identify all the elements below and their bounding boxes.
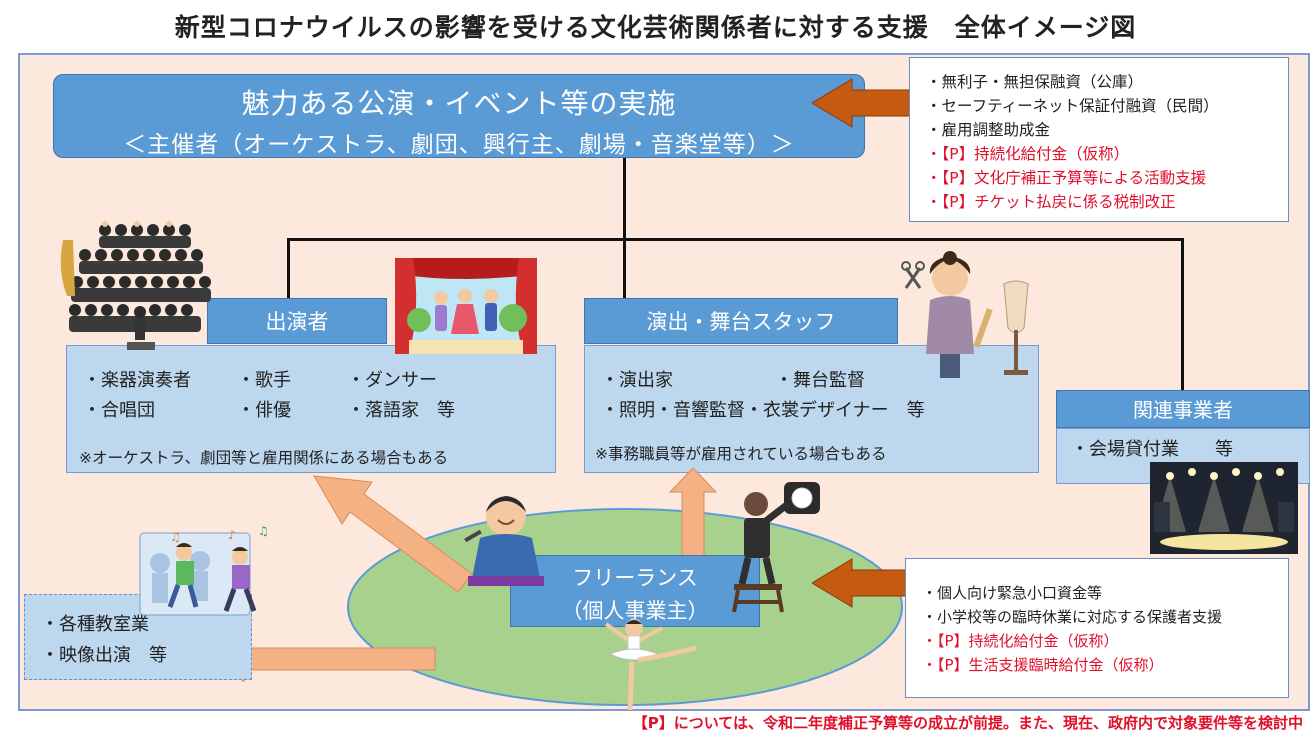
concert-hall-icon [1150, 462, 1298, 554]
classes-item: ・各種教室業 [41, 614, 149, 635]
staff-item: ・演出家 [601, 370, 673, 391]
organizer-support-item: ・無利子・無担保融資（公庫） [926, 73, 1144, 91]
connector-performers [287, 238, 290, 298]
arrow-to-performers [313, 475, 473, 593]
organizer-subtitle: ＜主催者（オーケストラ、劇団、興行主、劇場・音楽堂等）＞ [123, 132, 795, 158]
svg-text:♫: ♫ [258, 524, 269, 538]
staff-item: ・照明・音響監督・衣裳デザイナー 等 [601, 400, 925, 421]
support-arrow-organizer [812, 78, 918, 128]
freelance-support-item: ・個人向け緊急小口資金等 [922, 584, 1103, 602]
freelance-support-list: ・個人向け緊急小口資金等 ・小学校等の臨時休業に対応する保護者支援 ・【P】持続… [905, 558, 1289, 698]
performer-item: ・楽器演奏者 [83, 370, 191, 391]
connector-related [1181, 238, 1184, 390]
organizer-support-list: ・無利子・無担保融資（公庫） ・セーフティーネット保証付融資（民間） ・雇用調整… [909, 57, 1289, 222]
organizer-support-item: ・【P】持続化給付金（仮称） [926, 145, 1130, 163]
freelance-title: フリーランス [572, 566, 698, 590]
staff-box: ・演出家 ・舞台監督 ・照明・音響監督・衣裳デザイナー 等 ※事務職員等が雇用さ… [584, 345, 1039, 473]
freelance-support-item: ・【P】持続化給付金（仮称） [922, 632, 1119, 650]
classes-item: ・映像出演 等 [41, 645, 167, 666]
organizer-box: 魅力ある公演・イベント等の実施 ＜主催者（オーケストラ、劇団、興行主、劇場・音楽… [53, 74, 865, 158]
related-item: ・会場貸付業 等 [1071, 439, 1233, 460]
performer-item: ・ダンサー [347, 370, 437, 391]
rakugo-performer-icon [464, 496, 544, 586]
organizer-support-item: ・【P】チケット払戻に係る税制改正 [926, 193, 1176, 211]
connector-horizontal [287, 238, 1184, 241]
connector-trunk [623, 158, 626, 298]
lighting-technician-icon [732, 482, 820, 613]
performers-box: ・楽器演奏者 ・歌手 ・ダンサー ・合唱団 ・俳優 ・落語家 等 ※オーケストラ… [66, 345, 556, 473]
organizer-support-item: ・セーフティーネット保証付融資（民間） [926, 97, 1219, 115]
support-arrow-freelance [812, 558, 918, 608]
ballerina-icon [604, 619, 697, 711]
freelance-support-item: ・【P】生活支援臨時給付金（仮称） [922, 656, 1164, 674]
performer-item: ・落語家 等 [347, 400, 455, 421]
page-title: 新型コロナウイルスの影響を受ける文化芸術関係者に対する支援 全体イメージ図 [174, 13, 1137, 42]
costume-designer-icon [901, 251, 1029, 378]
staff-note: ※事務職員等が雇用されている場合もある [595, 445, 887, 463]
orchestra-illustration-icon [60, 221, 211, 350]
svg-text:♪: ♪ [228, 528, 236, 542]
performer-item: ・歌手 [237, 370, 291, 391]
performers-header: 出演者 [207, 298, 387, 344]
performer-item: ・俳優 [237, 400, 291, 421]
staff-header: 演出・舞台スタッフ [584, 298, 898, 344]
svg-text:♫: ♫ [170, 530, 181, 544]
performer-item: ・合唱団 [83, 400, 155, 421]
organizer-support-item: ・【P】文化庁補正予算等による活動支援 [926, 169, 1207, 187]
arrow-to-staff [668, 468, 718, 558]
footnote: 【P】については、令和二年度補正予算等の成立が前提。また、現在、政府内で対象要件… [632, 714, 1303, 732]
organizer-support-item: ・雇用調整助成金 [926, 121, 1051, 139]
dancing-kids-icon: ♫ ♪ ♫ [139, 524, 269, 616]
performers-note: ※オーケストラ、劇団等と雇用関係にある場合もある [79, 449, 449, 467]
freelance-box: フリーランス （個人事業主） [510, 555, 760, 627]
theater-stage-icon [395, 258, 537, 354]
staff-item: ・舞台監督 [775, 370, 865, 391]
related-header: 関連事業者 [1056, 390, 1310, 428]
freelance-subtitle: （個人事業主） [561, 599, 709, 623]
organizer-title: 魅力ある公演・イベント等の実施 [241, 87, 677, 120]
freelance-support-item: ・小学校等の臨時休業に対応する保護者支援 [922, 608, 1223, 626]
